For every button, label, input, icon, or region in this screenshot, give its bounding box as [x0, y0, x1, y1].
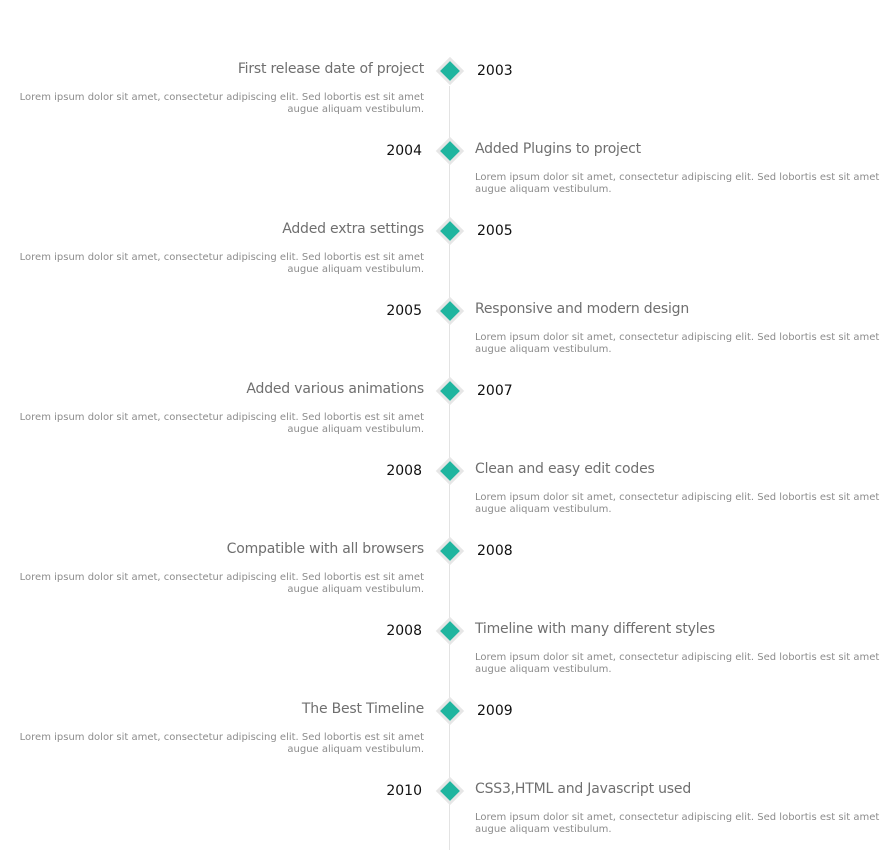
timeline-item-description: Lorem ipsum dolor sit amet, consectetur …: [475, 172, 880, 195]
timeline-item: 2004 Added Plugins to project Lorem ipsu…: [0, 80, 896, 195]
timeline-item-title: Compatible with all browsers: [226, 541, 425, 557]
timeline-marker-icon: [435, 776, 465, 806]
timeline-item-year: 2010: [386, 783, 422, 799]
timeline-item-title: Added Plugins to project: [475, 141, 641, 157]
timeline-item: 2005 Responsive and modern design Lorem …: [0, 240, 896, 355]
timeline-item: 2008 Clean and easy edit codes Lorem ips…: [0, 400, 896, 515]
timeline-item-description: Lorem ipsum dolor sit amet, consectetur …: [475, 812, 880, 835]
timeline-item-title: Added extra settings: [282, 221, 424, 237]
timeline-item: 2008 Timeline with many different styles…: [0, 560, 896, 675]
timeline-item: Added extra settings 2005 Lorem ipsum do…: [0, 160, 896, 275]
timeline-item-description: Lorem ipsum dolor sit amet, consectetur …: [475, 332, 880, 355]
timeline-item-year: 2009: [477, 703, 513, 719]
timeline-item-year: 2008: [477, 543, 513, 559]
timeline-item-year: 2004: [386, 143, 422, 159]
timeline-item-title: Responsive and modern design: [475, 301, 690, 317]
timeline-item: Compatible with all browsers 2008 Lorem …: [0, 480, 896, 595]
timeline-item: Added various animations 2007 Lorem ipsu…: [0, 320, 896, 435]
timeline-item-title: Clean and easy edit codes: [475, 461, 655, 477]
timeline-item: The Best Timeline 2009 Lorem ipsum dolor…: [0, 640, 896, 755]
timeline-item-year: 2005: [386, 303, 422, 319]
timeline-item-year: 2008: [386, 463, 422, 479]
timeline-item-title: CSS3,HTML and Javascript used: [475, 781, 692, 797]
timeline-item-year: 2003: [477, 63, 513, 79]
timeline-item-description: Lorem ipsum dolor sit amet, consectetur …: [19, 412, 424, 435]
timeline-item: First release date of project 2003 Lorem…: [0, 0, 896, 115]
timeline-item-description: Lorem ipsum dolor sit amet, consectetur …: [475, 492, 880, 515]
timeline-item-description: Lorem ipsum dolor sit amet, consectetur …: [19, 572, 424, 595]
timeline-item-description: Lorem ipsum dolor sit amet, consectetur …: [475, 652, 880, 675]
timeline-item-title: Added various animations: [246, 381, 424, 397]
timeline-item-title: First release date of project: [237, 61, 424, 77]
timeline-item-description: Lorem ipsum dolor sit amet, consectetur …: [19, 252, 424, 275]
timeline-item-description: Lorem ipsum dolor sit amet, consectetur …: [19, 732, 424, 755]
timeline-item-year: 2008: [386, 623, 422, 639]
timeline-item-title: Timeline with many different styles: [475, 621, 715, 637]
timeline-item-year: 2005: [477, 223, 513, 239]
timeline-item-year: 2007: [477, 383, 513, 399]
timeline-item: 2010 CSS3,HTML and Javascript used Lorem…: [0, 720, 896, 835]
timeline-item-title: The Best Timeline: [301, 701, 424, 717]
timeline-item-description: Lorem ipsum dolor sit amet, consectetur …: [19, 92, 424, 115]
